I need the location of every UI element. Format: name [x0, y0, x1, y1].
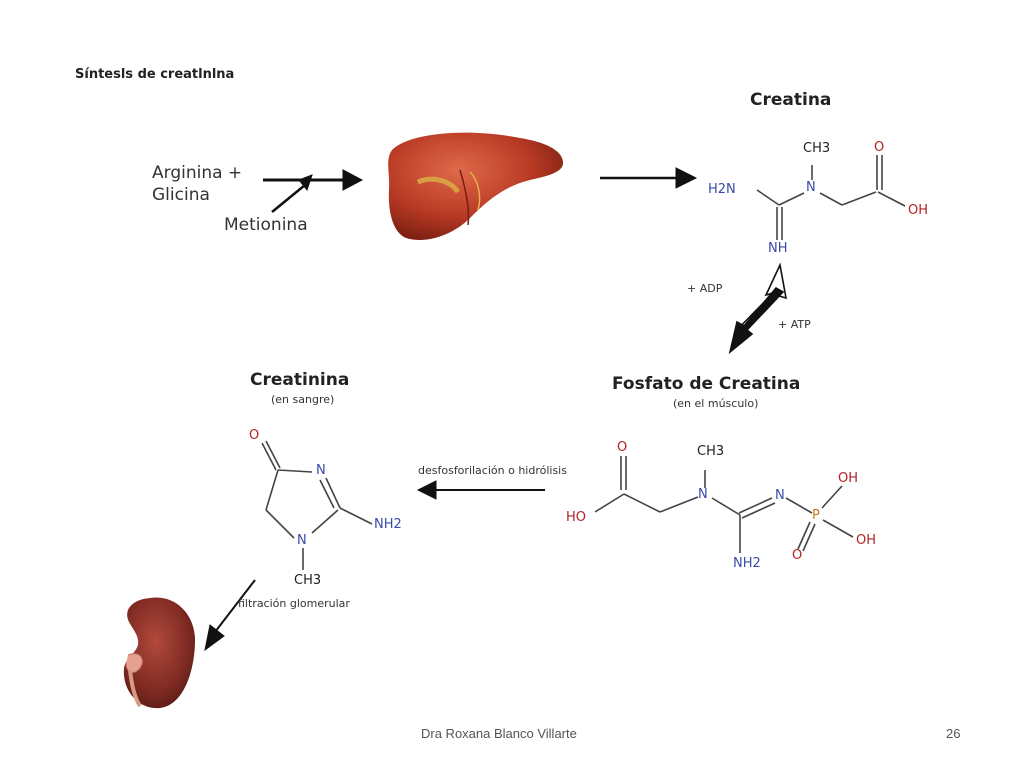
adp-label: + ADP [687, 282, 723, 295]
footer-author: Dra Roxana Blanco Villarte [421, 726, 577, 741]
reversible-arrow [728, 262, 788, 355]
liver-to-creatina-arrow [600, 167, 698, 189]
kidney-illustration [123, 597, 195, 709]
creatinina-heading: Creatinina [250, 370, 350, 390]
creatinina-n1-label: N [316, 463, 326, 478]
creatina-ch3-label: CH3 [803, 141, 831, 156]
fosfato-o-label: O [617, 440, 628, 455]
fosfato-oh1-label: OH [838, 471, 859, 486]
cofactor-metionina: Metionina [224, 215, 308, 235]
creatinina-structure [261, 440, 373, 570]
fosfato-location: (en el músculo) [673, 397, 759, 410]
fosfato-p-label: P [812, 508, 820, 523]
atp-label: + ATP [778, 318, 811, 331]
dephosphorylation-arrow [416, 480, 545, 500]
fosfato-ho-label: HO [566, 510, 587, 525]
reactant-glicina: Glicina [152, 185, 210, 205]
creatina-n-label: N [806, 180, 816, 195]
creatina-structure [756, 155, 906, 240]
reactants-arrow [263, 169, 364, 213]
creatinina-ch3-label: CH3 [294, 573, 322, 588]
creatinina-nh2-label: NH2 [374, 517, 402, 532]
fosfato-ch3-label: CH3 [697, 444, 725, 459]
creatina-heading: Creatina [750, 90, 832, 110]
creatina-nh-label: NH [768, 241, 788, 256]
creatinina-location: (en sangre) [271, 393, 335, 406]
fosfato-heading: Fosfato de Creatina [612, 374, 801, 394]
dephosphorylation-label: desfosforilación o hidrólisis [418, 464, 567, 477]
fosfato-structure [594, 456, 854, 553]
fosfato-n2-label: N [775, 488, 785, 503]
fosfato-o2-label: O [792, 548, 803, 563]
creatina-oh-label: OH [908, 203, 929, 218]
filtration-label: filtración glomerular [238, 597, 350, 610]
creatinina-n2-label: N [297, 533, 307, 548]
slide-title: Síntesls de creatlnlna [75, 67, 235, 82]
fosfato-oh2-label: OH [856, 533, 877, 548]
fosfato-n1-label: N [698, 487, 708, 502]
creatina-o-label: O [874, 140, 885, 155]
creatinina-o-label: O [249, 428, 260, 443]
reactant-arginina: Arginina + [152, 163, 243, 183]
filtration-arrow [204, 579, 256, 652]
page-number: 26 [946, 726, 961, 741]
creatina-h2n-label: H2N [708, 182, 736, 197]
liver-illustration [388, 132, 564, 240]
fosfato-nh2-label: NH2 [733, 556, 761, 571]
